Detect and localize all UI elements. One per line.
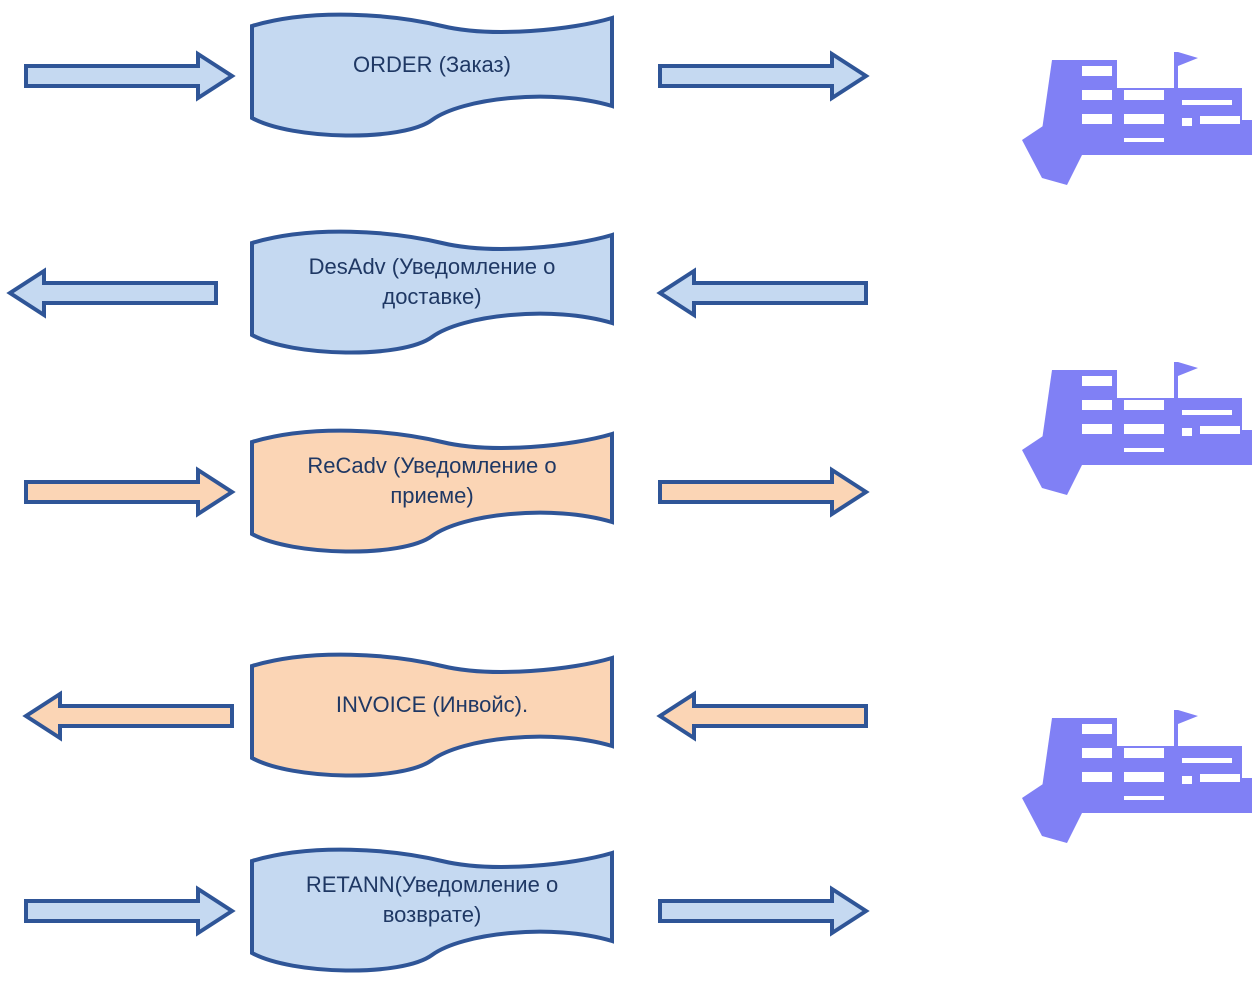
arrow-right-row-2 [656,267,868,319]
arrow-right-row-3 [658,466,870,518]
document-shape-row-1 [250,12,614,138]
arrow-right-row-4 [656,690,868,742]
arrow-left-row-5 [24,885,236,937]
document-shape-row-5 [250,847,614,973]
document-shape-row-2 [250,229,614,355]
arrow-right-row-5 [658,885,870,937]
building-icon [1022,710,1252,843]
arrow-left-row-4 [22,690,234,742]
arrow-left-row-2 [6,267,218,319]
document-shape-row-4 [250,652,614,778]
arrow-left-row-1 [24,50,236,102]
building-icon [1022,52,1252,185]
arrow-left-row-3 [24,466,236,518]
document-shape-row-3 [250,428,614,554]
building-icon [1022,362,1252,495]
arrow-right-row-1 [658,50,870,102]
